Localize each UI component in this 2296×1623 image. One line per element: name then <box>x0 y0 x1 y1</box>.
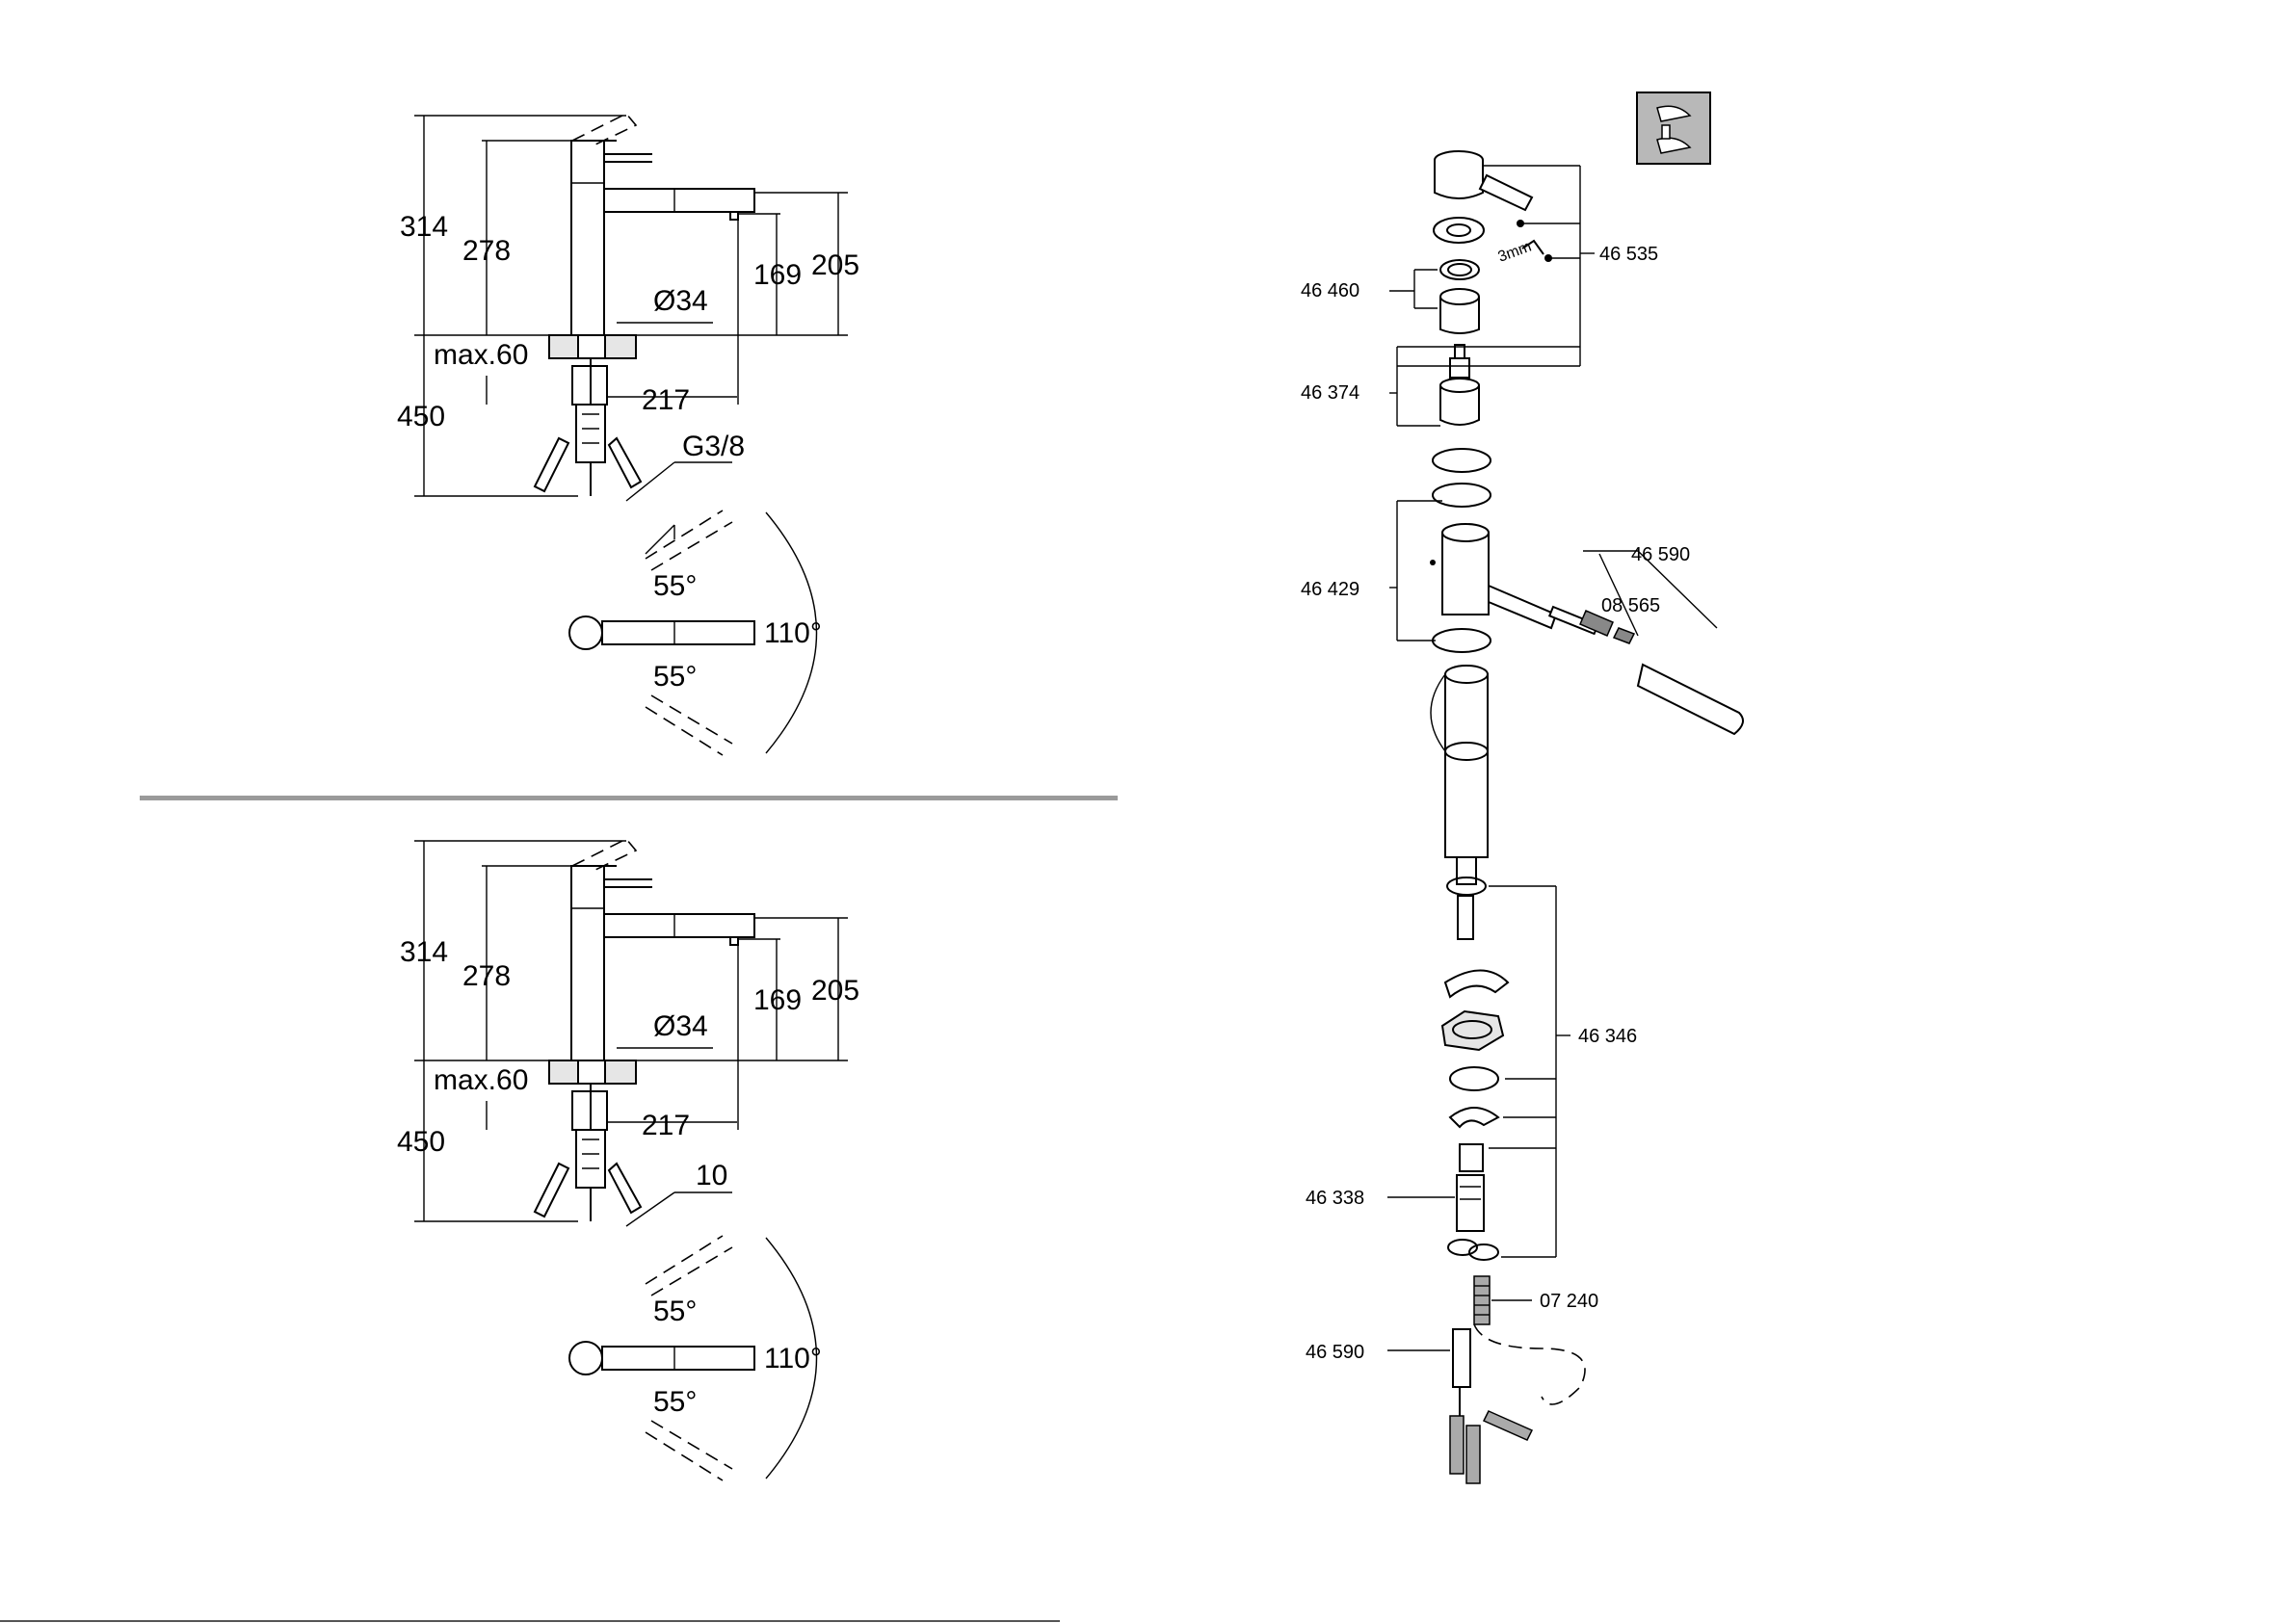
angle-55-lower: 55° <box>653 661 697 693</box>
part-46346: 46 346 <box>1578 1026 1637 1047</box>
dim-217: 217 <box>642 1110 690 1141</box>
part-46460: 46 460 <box>1301 280 1359 301</box>
dim-diameter: Ø34 <box>653 285 708 317</box>
dim-450: 450 <box>397 401 445 432</box>
dim-max-thickness: max.60 <box>434 339 528 371</box>
faucet-dimension-drawing-top: 314 278 169 205 Ø34 max.60 450 217 G3/8 … <box>397 114 859 755</box>
angle-55-upper: 55° <box>653 1296 697 1327</box>
lever-handle <box>1434 151 1552 262</box>
part-08565: 08 565 <box>1601 595 1660 616</box>
dim-connection: G3/8 <box>682 431 745 462</box>
swivel-range-view: 55° 55° 110° <box>569 1236 822 1480</box>
part-46590-hose: 46 590 <box>1306 1342 1364 1363</box>
faucet-dimension-drawing-bottom: 314 278 169 205 Ø34 max.60 450 217 10 55… <box>397 839 859 1480</box>
angle-55-lower: 55° <box>653 1386 697 1418</box>
part-07240: 07 240 <box>1540 1291 1598 1312</box>
hose-weight-spring <box>1474 1276 1490 1324</box>
swivel-range-view: 55° 55° 110° <box>569 510 822 755</box>
part-46429: 46 429 <box>1301 579 1359 600</box>
dim-205: 205 <box>811 975 859 1007</box>
lever-faucet-icon <box>1637 92 1710 164</box>
dim-278: 278 <box>462 235 511 267</box>
section-divider <box>140 796 1118 800</box>
part-46590-spout: 46 590 <box>1631 544 1690 565</box>
dim-278: 278 <box>462 960 511 992</box>
dim-diameter: Ø34 <box>653 1010 708 1042</box>
part-46374: 46 374 <box>1301 382 1359 404</box>
dim-connection: 10 <box>696 1160 727 1191</box>
tool-size-label: 3mm <box>1496 239 1534 266</box>
part-46535: 46 535 <box>1599 244 1658 265</box>
dim-450: 450 <box>397 1126 445 1158</box>
dim-205: 205 <box>811 249 859 281</box>
dim-314: 314 <box>400 211 448 243</box>
dim-169: 169 <box>753 259 802 291</box>
dim-max-thickness: max.60 <box>434 1064 528 1096</box>
dim-314: 314 <box>400 936 448 968</box>
angle-110: 110° <box>764 1343 822 1374</box>
dim-217: 217 <box>642 384 690 416</box>
dim-169: 169 <box>753 984 802 1016</box>
angle-55-upper: 55° <box>653 570 697 602</box>
part-46338: 46 338 <box>1306 1188 1364 1209</box>
exploded-parts-view: 46 535 3mm 46 460 46 374 <box>1301 92 1743 1483</box>
angle-110: 110° <box>764 617 822 649</box>
